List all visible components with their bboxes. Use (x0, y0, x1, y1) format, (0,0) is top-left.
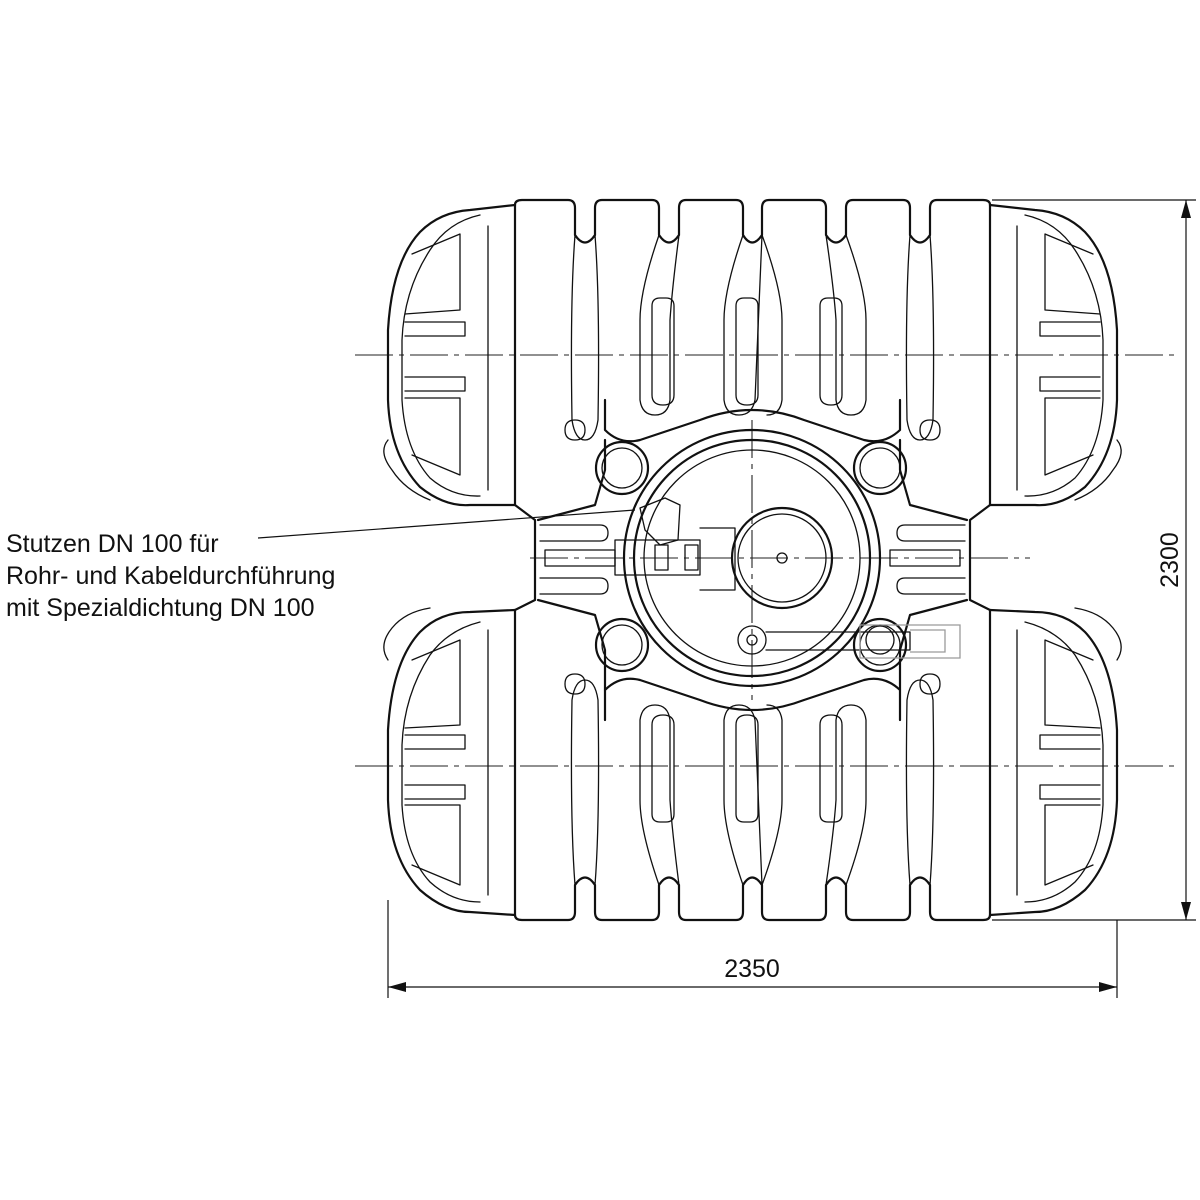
width-dimension-label: 2350 (724, 955, 780, 983)
callout-line-2: Rohr- und Kabeldurchführung (6, 562, 335, 590)
height-dimension-label: 2300 (1156, 532, 1184, 588)
lower-tank-body (383, 607, 1122, 922)
callout-leader (257, 509, 636, 539)
height-dimension (992, 199, 1196, 921)
center-lines (355, 354, 1175, 767)
callout-line-1: Stutzen DN 100 für (6, 530, 219, 558)
middle-connector (513, 428, 992, 692)
width-dimension (387, 900, 1118, 998)
upper-tank-body (383, 198, 1122, 507)
callout-line-3: mit Spezialdichtung DN 100 (6, 594, 315, 622)
